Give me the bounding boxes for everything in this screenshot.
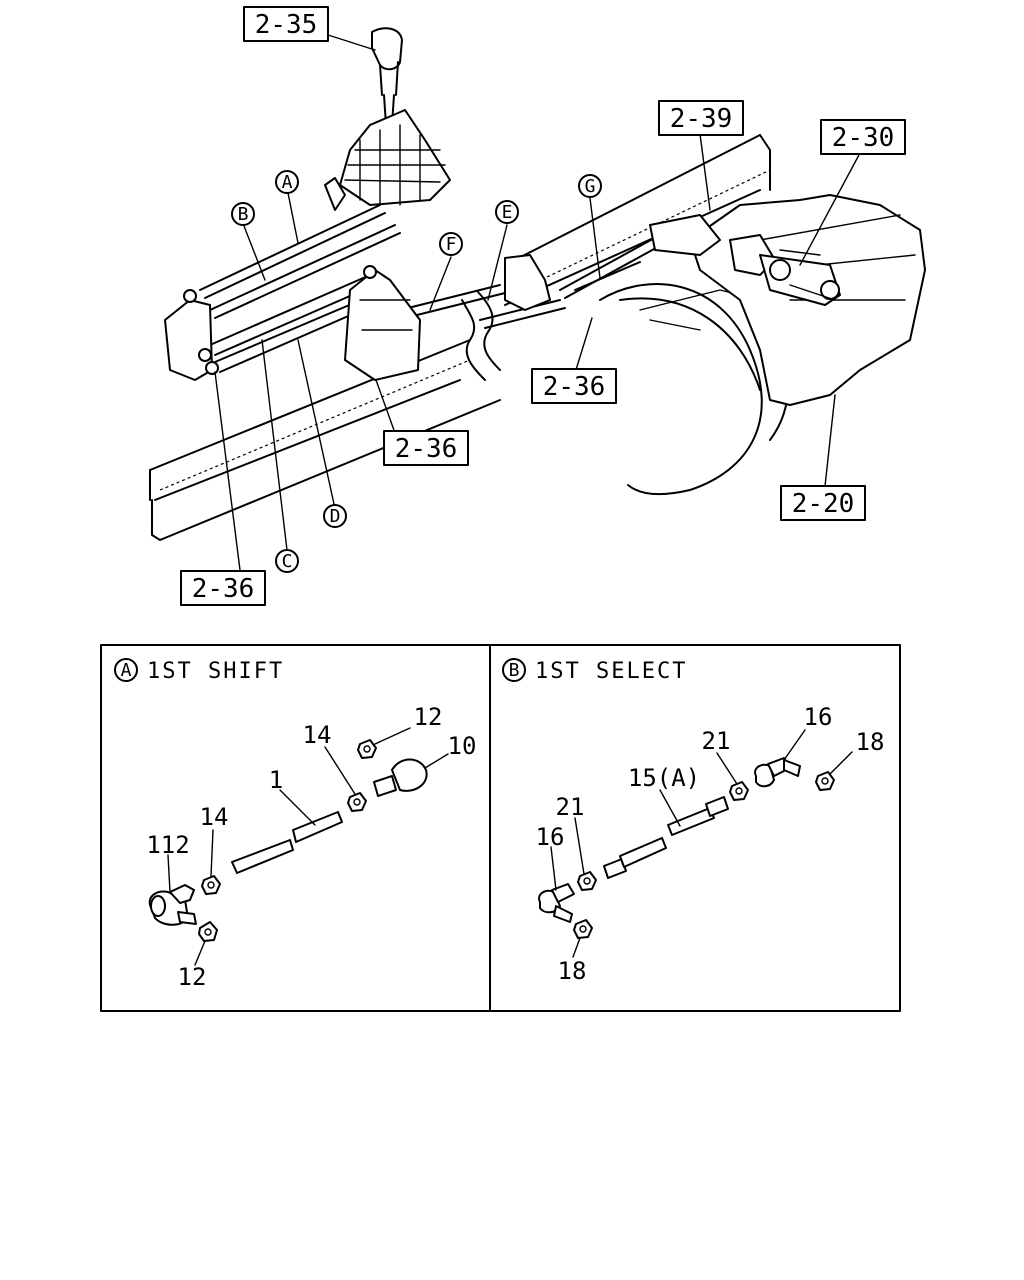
ref-box-2-20: 2-20 (780, 485, 866, 521)
nut-21-upper (729, 781, 749, 801)
transmission-body (649, 194, 926, 406)
panel-letter: A (121, 660, 132, 681)
part-number-1: 1 (269, 766, 283, 794)
rod-15a (603, 796, 729, 879)
cable-callout-b: B (231, 202, 255, 226)
cable-letter: A (282, 172, 293, 193)
cable-callout-d: D (323, 504, 347, 528)
rod-end-10 (373, 758, 428, 797)
ref-box-2-36-lower: 2-36 (383, 430, 469, 466)
ref-label: 2-36 (192, 574, 255, 604)
rod-end-16-upper (754, 757, 801, 788)
part-number-16: 16 (804, 703, 833, 731)
cable-callout-c: C (275, 549, 299, 573)
ref-label: 2-36 (395, 434, 458, 464)
ref-label: 2-39 (670, 104, 733, 134)
panel-title: 1ST SELECT (535, 659, 687, 684)
overview-illustration: 2-35 2-39 2-30 2-36 2-36 2-36 2-20 (149, 6, 926, 606)
frame-rail (149, 134, 771, 541)
panel-letter-circle (502, 658, 526, 682)
nut-18-upper (815, 771, 835, 791)
ref-label: 2-20 (792, 489, 855, 519)
ref-box-2-39: 2-39 (658, 100, 744, 136)
break-mark-right (477, 291, 501, 371)
mid-bracket (504, 254, 551, 311)
leader-lines (214, 33, 861, 571)
cable-callout-e: E (495, 200, 519, 224)
part-number-12: 12 (414, 703, 443, 731)
cable-group (199, 204, 666, 373)
part-number-12: 12 (178, 963, 207, 991)
ref-label: 2-36 (543, 372, 606, 402)
panel-frame (100, 644, 901, 1012)
cable-letter: G (585, 176, 596, 197)
shift-lever (324, 27, 451, 211)
part-number-18: 18 (558, 957, 587, 985)
cable-letter: B (238, 204, 249, 225)
nut-14-left (201, 875, 221, 895)
cable-callout-g: G (578, 174, 602, 198)
ref-label: 2-30 (832, 123, 895, 153)
ref-label: 2-35 (255, 10, 318, 40)
ref-box-2-35: 2-35 (243, 6, 329, 42)
cable-letter: C (282, 551, 293, 572)
leader-lines-left-panel (167, 727, 449, 966)
break-mark-left (461, 299, 486, 381)
rod-end-16-lower (538, 883, 575, 923)
part-number-16: 16 (536, 823, 565, 851)
panel-1st-select: B 1ST SELECT (502, 658, 885, 985)
panel-1st-shift: A 1ST SHIFT (114, 658, 477, 991)
part-number-14: 14 (303, 721, 332, 749)
nut-21-lower (577, 871, 597, 891)
cable-callout-a: A (275, 170, 299, 194)
ball-joint-112 (148, 884, 197, 926)
front-bracket (164, 265, 421, 381)
cable-letter: E (502, 202, 513, 223)
part-number-21: 21 (556, 793, 585, 821)
nut-12-lower (198, 921, 218, 942)
leader-lines-right-panel (550, 729, 853, 958)
cable-callout-f: F (439, 232, 463, 256)
nut-18-lower (573, 919, 593, 939)
ref-box-2-36-left: 2-36 (180, 570, 266, 606)
cable-letter: F (446, 234, 457, 255)
detail-panels: A 1ST SHIFT (100, 644, 901, 1012)
ref-box-2-36-middle: 2-36 (531, 368, 617, 404)
part-number-21: 21 (702, 727, 731, 755)
nut-14-right (347, 792, 367, 812)
part-number-14: 14 (200, 803, 229, 831)
rod-1 (231, 811, 343, 874)
part-number-10: 10 (448, 732, 477, 760)
nut-12-upper (357, 739, 377, 759)
part-number-18: 18 (856, 728, 885, 756)
part-number-15a: 15(A) (628, 764, 700, 792)
part-number-112: 112 (146, 831, 189, 859)
ref-box-2-30: 2-30 (820, 119, 906, 155)
cable-letter: D (330, 506, 341, 527)
panel-letter-circle (114, 658, 138, 682)
panel-letter: B (509, 660, 520, 681)
panel-title: 1ST SHIFT (147, 659, 284, 684)
